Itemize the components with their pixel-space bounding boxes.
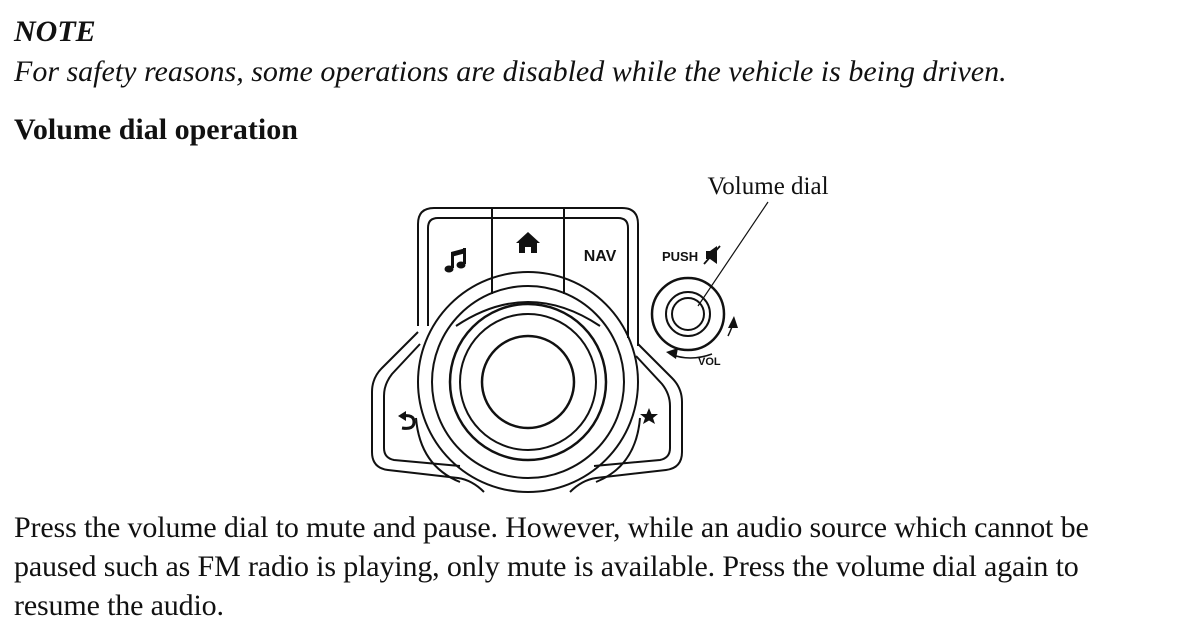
music-note-icon[interactable] <box>444 248 467 273</box>
volume-dial-callout-label: Volume dial <box>707 173 828 200</box>
controller-outer-ring <box>417 271 639 493</box>
commander-switch-figure: NAV PUSH VOL Volume dial <box>360 166 860 501</box>
volume-dial-ring <box>665 291 711 337</box>
callout-leader-line <box>697 201 769 307</box>
vol-label: VOL <box>698 356 721 368</box>
controller-outer-ring-inner <box>431 285 625 479</box>
console-upper-housing <box>417 207 639 346</box>
favorite-button-arc <box>595 417 641 483</box>
controller-knob-top <box>480 334 576 430</box>
body-line-3: resume the audio. <box>14 589 224 622</box>
body-line-2: paused such as FM radio is playing, only… <box>14 550 1079 583</box>
volume-dial-outer[interactable] <box>650 276 726 352</box>
volume-dial-center <box>671 297 705 331</box>
vol-arrowhead-left <box>666 348 678 359</box>
top-button-lower-arc <box>455 301 601 327</box>
controller-knob-bezel <box>459 313 597 451</box>
console-upper-inner-contour <box>427 217 629 338</box>
nav-button-label[interactable]: NAV <box>584 248 617 265</box>
note-text: For safety reasons, some operations are … <box>14 55 1007 88</box>
section-heading: Volume dial operation <box>14 113 298 146</box>
star-icon[interactable] <box>640 408 658 424</box>
push-label: PUSH <box>662 249 698 264</box>
note-heading: NOTE <box>14 15 96 48</box>
back-arrow-icon[interactable] <box>398 411 416 430</box>
speaker-mute-icon <box>703 245 721 265</box>
console-lower-inner-contour <box>383 343 671 467</box>
controller-knob[interactable] <box>448 302 608 462</box>
back-button-arc <box>415 417 461 483</box>
body-paragraph: Press the volume dial to mute and pause.… <box>14 508 1194 625</box>
vol-arrowhead-right <box>728 316 738 328</box>
body-line-1: Press the volume dial to mute and pause.… <box>14 511 1089 544</box>
console-lower-housing <box>371 331 683 493</box>
home-icon[interactable] <box>516 232 540 253</box>
